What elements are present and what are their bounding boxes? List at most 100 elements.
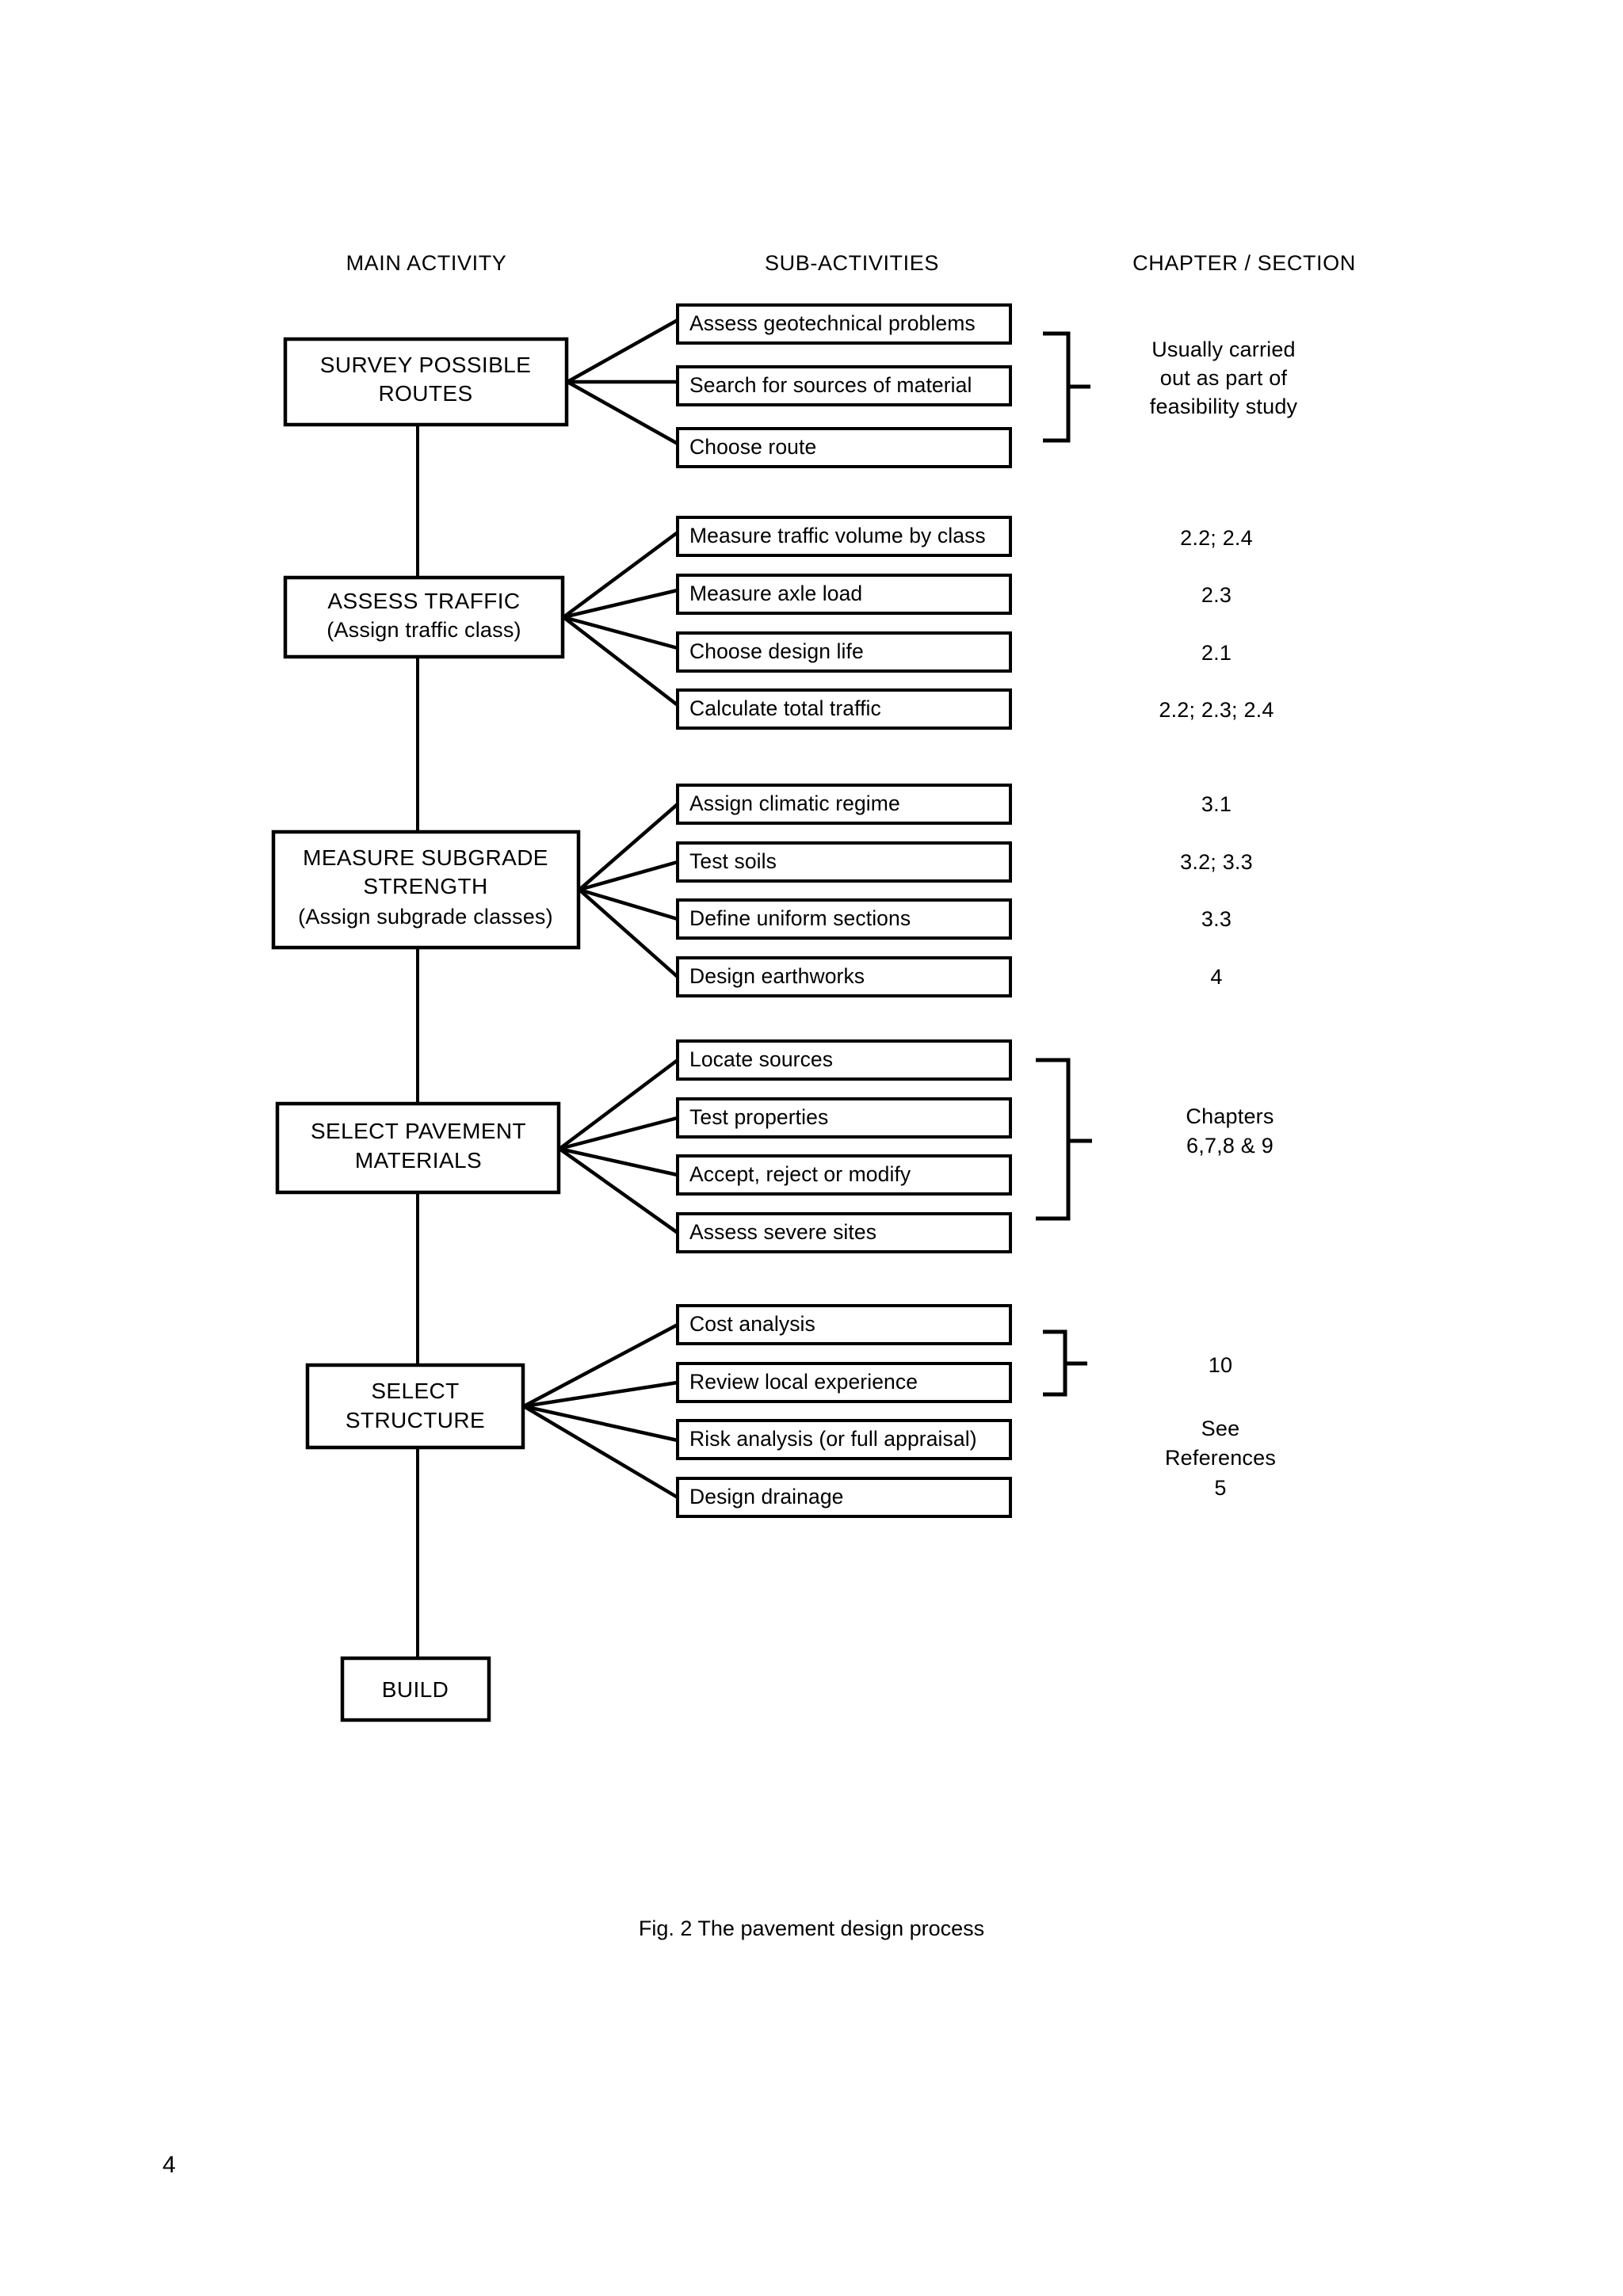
sub-box-label: Accept, reject or modify	[689, 1162, 911, 1186]
connector-to-sub-1	[578, 803, 679, 891]
sub-box-choose-design-life[interactable]: Choose design life	[676, 631, 1012, 673]
sub-box-label: Choose design life	[689, 639, 864, 663]
bracket-group-4	[1036, 1058, 1071, 1221]
main-box-label-line1: SELECT	[371, 1379, 459, 1403]
sub-box-risk-analysis[interactable]: Risk analysis (or full appraisal)	[676, 1419, 1012, 1460]
connector-to-sub-3	[566, 380, 679, 445]
sub-box-assign-climatic-regime[interactable]: Assign climatic regime	[676, 784, 1012, 825]
connector-to-sub-4	[578, 888, 679, 978]
sub-box-label: Locate sources	[689, 1047, 833, 1071]
main-box-label-line1: BUILD	[382, 1677, 449, 1702]
sub-box-define-uniform-sections[interactable]: Define uniform sections	[676, 898, 1012, 940]
connector-to-sub-3	[579, 887, 678, 921]
sub-box-calculate-total-traffic[interactable]: Calculate total traffic	[676, 688, 1012, 730]
main-box-label-line1: SELECT PAVEMENT	[311, 1119, 526, 1143]
group-build: BUILD	[340, 1656, 491, 1722]
main-box-label-line2: ROUTES	[378, 381, 472, 406]
main-box-select-pavement-materials[interactable]: SELECT PAVEMENT MATERIALS	[275, 1101, 561, 1195]
sub-box-label: Test soils	[689, 849, 777, 873]
sub-box-measure-axle-load[interactable]: Measure axle load	[676, 574, 1012, 615]
sub-box-label: Test properties	[689, 1105, 828, 1129]
chapter-ref-row-2: 3.2; 3.3	[1180, 850, 1253, 874]
connector-to-sub-1	[522, 1323, 679, 1408]
sub-box-label: Search for sources of material	[689, 373, 972, 397]
chapter-note-line1: Chapters	[1186, 1104, 1274, 1128]
connector-to-sub-3	[559, 1146, 678, 1177]
main-box-assess-traffic[interactable]: ASSESS TRAFFIC (Assign traffic class)	[283, 575, 565, 659]
sub-box-assess-severe-sites[interactable]: Assess severe sites	[676, 1212, 1012, 1253]
connector-to-sub-2	[523, 1380, 678, 1409]
chapter-note-line3: feasibility study	[1150, 395, 1298, 418]
connector-to-sub-1	[562, 531, 679, 619]
main-box-label-line2: MATERIALS	[355, 1148, 482, 1173]
chapter-ref-row-4: 2.2; 2.3; 2.4	[1159, 698, 1274, 722]
chapter-ref-row-3: 3.3	[1201, 907, 1232, 931]
sub-box-test-properties[interactable]: Test properties	[676, 1097, 1012, 1138]
sub-box-label: Cost analysis	[689, 1312, 815, 1336]
sub-box-search-for-sources-of-material[interactable]: Search for sources of material	[676, 365, 1012, 406]
connector-to-sub-4	[562, 616, 679, 707]
sub-box-locate-sources[interactable]: Locate sources	[676, 1039, 1012, 1081]
main-box-label-line3: (Assign subgrade classes)	[298, 905, 553, 929]
connector-to-sub-2	[563, 588, 678, 620]
main-box-label-line2: STRENGTH	[363, 874, 487, 898]
column-header-main-activity: MAIN ACTIVITY	[346, 251, 507, 275]
chapter-ref-row-4: 4	[1210, 965, 1222, 989]
group-survey-possible-routes: SURVEY POSSIBLE ROUTES Assess geotechnic…	[283, 303, 1298, 468]
figure-caption: Fig. 2 The pavement design process	[639, 1917, 984, 1940]
connector-to-sub-4	[558, 1147, 679, 1234]
bracket-group-5	[1043, 1329, 1067, 1397]
main-box-label-line2: (Assign traffic class)	[327, 618, 521, 642]
chapter-note-line2: 6,7,8 & 9	[1186, 1134, 1274, 1158]
sub-box-cost-analysis[interactable]: Cost analysis	[676, 1304, 1012, 1345]
sub-box-label: Define uniform sections	[689, 906, 911, 930]
main-box-measure-subgrade-strength[interactable]: MEASURE SUBGRADE STRENGTH (Assign subgra…	[271, 830, 581, 950]
sub-box-review-local-experience[interactable]: Review local experience	[676, 1362, 1012, 1403]
sub-box-assess-geotechnical-problems[interactable]: Assess geotechnical problems	[676, 303, 1012, 345]
group-select-pavement-materials: SELECT PAVEMENT MATERIALS Locate sources…	[275, 1039, 1274, 1253]
sub-box-measure-traffic-volume-by-class[interactable]: Measure traffic volume by class	[676, 516, 1012, 557]
sub-box-design-earthworks[interactable]: Design earthworks	[676, 956, 1012, 997]
sub-box-label: Design drainage	[689, 1485, 844, 1508]
connector-to-sub-3	[563, 615, 678, 650]
chapter-ref-row-1: 2.2; 2.4	[1180, 526, 1253, 550]
main-box-label-line2: STRUCTURE	[346, 1408, 485, 1432]
group-measure-subgrade-strength: MEASURE SUBGRADE STRENGTH (Assign subgra…	[271, 784, 1253, 997]
sub-box-label: Measure axle load	[689, 582, 862, 605]
group-assess-traffic: ASSESS TRAFFIC (Assign traffic class) Me…	[283, 516, 1274, 730]
page-number: 4	[162, 2152, 176, 2178]
sub-box-test-soils[interactable]: Test soils	[676, 841, 1012, 883]
main-box-build[interactable]: BUILD	[340, 1656, 491, 1722]
chapter-note-see: See	[1201, 1417, 1240, 1440]
sub-box-design-drainage[interactable]: Design drainage	[676, 1477, 1012, 1518]
chapter-ref-5: 5	[1214, 1476, 1226, 1500]
sub-box-label: Review local experience	[689, 1370, 918, 1394]
main-box-select-structure[interactable]: SELECT STRUCTURE	[305, 1363, 525, 1450]
sub-box-choose-route[interactable]: Choose route	[676, 427, 1012, 468]
connector-to-sub-1	[558, 1058, 679, 1150]
sub-box-label: Assign climatic regime	[689, 791, 900, 815]
bracket-group-1	[1043, 331, 1071, 443]
sub-box-label: Calculate total traffic	[689, 696, 881, 720]
chapter-ref-10: 10	[1209, 1353, 1232, 1377]
chapter-note-references: References	[1165, 1446, 1276, 1470]
connector-to-sub-3	[523, 1404, 678, 1443]
chapter-note-line2: out as part of	[1160, 366, 1288, 390]
connector-to-sub-2	[559, 1116, 678, 1151]
sub-box-accept-reject-or-modify[interactable]: Accept, reject or modify	[676, 1154, 1012, 1196]
main-box-survey-possible-routes[interactable]: SURVEY POSSIBLE ROUTES	[283, 337, 569, 427]
chapter-ref-row-2: 2.3	[1201, 583, 1232, 607]
sub-box-label: Design earthworks	[689, 964, 865, 988]
group-select-structure: SELECT STRUCTURE Cost analysis Review lo…	[305, 1304, 1276, 1518]
sub-box-label: Assess geotechnical problems	[689, 311, 976, 335]
connector-to-sub-4	[522, 1405, 679, 1499]
chapter-ref-row-1: 3.1	[1201, 792, 1232, 816]
sub-box-label: Choose route	[689, 435, 816, 459]
column-header-chapter-section: CHAPTER / SECTION	[1132, 251, 1356, 275]
sub-box-label: Risk analysis (or full appraisal)	[689, 1427, 977, 1451]
sub-box-label: Measure traffic volume by class	[689, 524, 986, 547]
chapter-note-line1: Usually carried	[1151, 338, 1296, 361]
main-box-label-line1: SURVEY POSSIBLE	[320, 353, 531, 377]
